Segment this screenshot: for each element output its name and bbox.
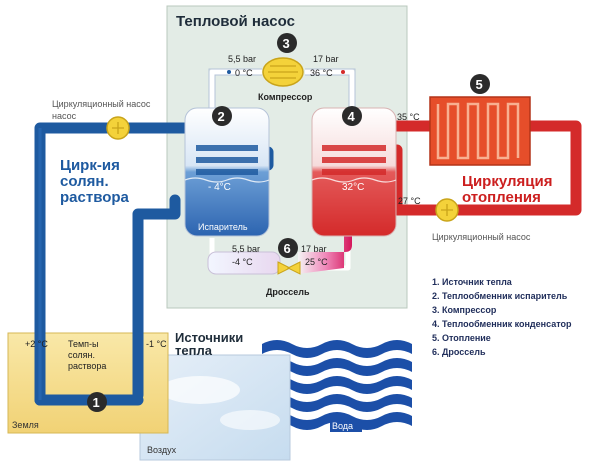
condenser-temp: 32°C — [342, 182, 364, 193]
svg-text:6: 6 — [284, 241, 291, 256]
throttle-temp-left: -4 °C — [232, 257, 253, 267]
number-badge-2: 2 — [212, 106, 232, 126]
svg-text:2: 2 — [218, 109, 225, 124]
ground-temp-right: -1 °C — [146, 339, 167, 349]
number-badge-6: 6 — [278, 238, 298, 258]
legend-item-1: 1. Источник тепла — [432, 277, 513, 287]
sources-title: Источники тепла — [175, 330, 247, 358]
compressor: Компрессор 5,5 bar 17 bar 0 °C 36 °C — [227, 54, 345, 102]
compressor-label: Компрессор — [258, 92, 313, 102]
evaporator: - 4°C Испаритель — [184, 107, 270, 237]
heating-pump-label: Циркуляционный насос — [432, 232, 531, 242]
compressor-pressure-left: 5,5 bar — [228, 54, 256, 64]
svg-text:5: 5 — [476, 77, 483, 92]
svg-text:1: 1 — [93, 395, 100, 410]
compressor-temp-left: 0 °C — [235, 68, 253, 78]
legend-item-2: 2. Теплообменник испаритель — [432, 291, 568, 301]
condenser: 32°C — [311, 107, 397, 237]
legend-item-6: 6. Дроссель — [432, 347, 486, 357]
throttle: Дроссель 5,5 bar 17 bar -4 °C 25 °C — [232, 244, 328, 297]
refrigerant-loop-outline — [208, 68, 356, 108]
number-badge-5: 5 — [470, 74, 490, 94]
compressor-pressure-right: 17 bar — [313, 54, 339, 64]
throttle-pressure-right: 17 bar — [301, 244, 327, 254]
air-label: Воздух — [147, 445, 177, 455]
heating-pump — [435, 198, 459, 222]
legend: 1. Источник тепла 2. Теплообменник испар… — [432, 277, 572, 357]
brine-pump-label: Циркуляционный насос — [52, 99, 151, 109]
brine-pump-label-2: насос — [52, 111, 77, 121]
evaporator-label: Испаритель — [198, 222, 248, 232]
brine-circuit-label: Цирк-ия солян. раствора — [60, 157, 130, 206]
heating-return-temp: 27 °C — [398, 196, 421, 206]
legend-item-3: 3. Компрессор — [432, 305, 497, 315]
page-title: Тепловой насос — [176, 13, 295, 30]
throttle-pressure-left: 5,5 bar — [232, 244, 260, 254]
svg-text:3: 3 — [283, 36, 290, 51]
heating-circuit-label: Циркуляция отопления — [462, 173, 557, 206]
throttle-temp-right: 25 °C — [305, 257, 328, 267]
water-label: Вода — [332, 421, 353, 431]
radiator — [429, 96, 531, 166]
legend-item-5: 5. Отопление — [432, 333, 491, 343]
compressor-temp-right: 36 °C — [310, 68, 333, 78]
legend-item-4: 4. Теплообменник конденсатор — [432, 319, 572, 329]
svg-text:4: 4 — [348, 109, 356, 124]
ground-label: Земля — [12, 420, 39, 430]
number-badge-4: 4 — [342, 106, 362, 126]
brine-pump — [106, 116, 130, 140]
high-side-pipe — [298, 236, 352, 274]
heating-out-temp: 35 °C — [397, 112, 420, 122]
number-badge-1: 1 — [87, 392, 107, 412]
number-badge-3: 3 — [277, 33, 297, 53]
evaporator-temp: - 4°C — [208, 182, 231, 193]
ground-temp-left: +2 °C — [25, 339, 48, 349]
throttle-label: Дроссель — [266, 287, 310, 297]
brine-temp-label: Темп-ы солян. раствора — [68, 339, 106, 371]
